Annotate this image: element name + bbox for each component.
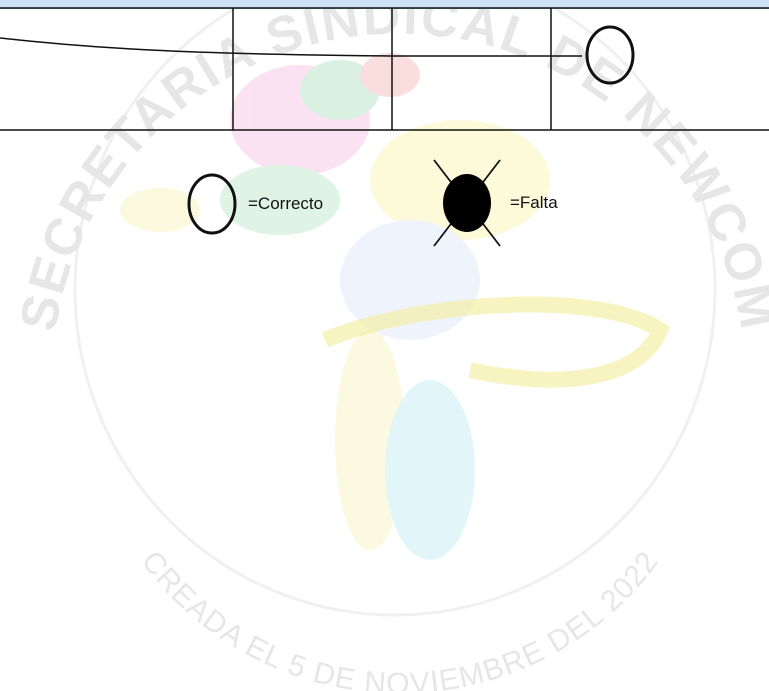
legend-correct-label: =Correcto: [248, 194, 324, 213]
legend-correct: =Correcto: [186, 172, 323, 236]
seal-swoosh: [321, 296, 670, 388]
score-grid: [0, 7, 769, 131]
legend-missing: =Falta: [430, 158, 558, 248]
legend-missing-label: =Falta: [510, 193, 558, 212]
open-circle-icon: [187, 173, 237, 235]
grid-curved-line: [0, 37, 582, 57]
correct-mark-circle: [585, 25, 635, 85]
crossed-filled-circle-icon: [433, 159, 501, 247]
seal-text-bottom: CREADA EL 5 DE NOVIEMBRE DEL 2022: [135, 545, 665, 691]
seal-ring: [73, 0, 717, 617]
